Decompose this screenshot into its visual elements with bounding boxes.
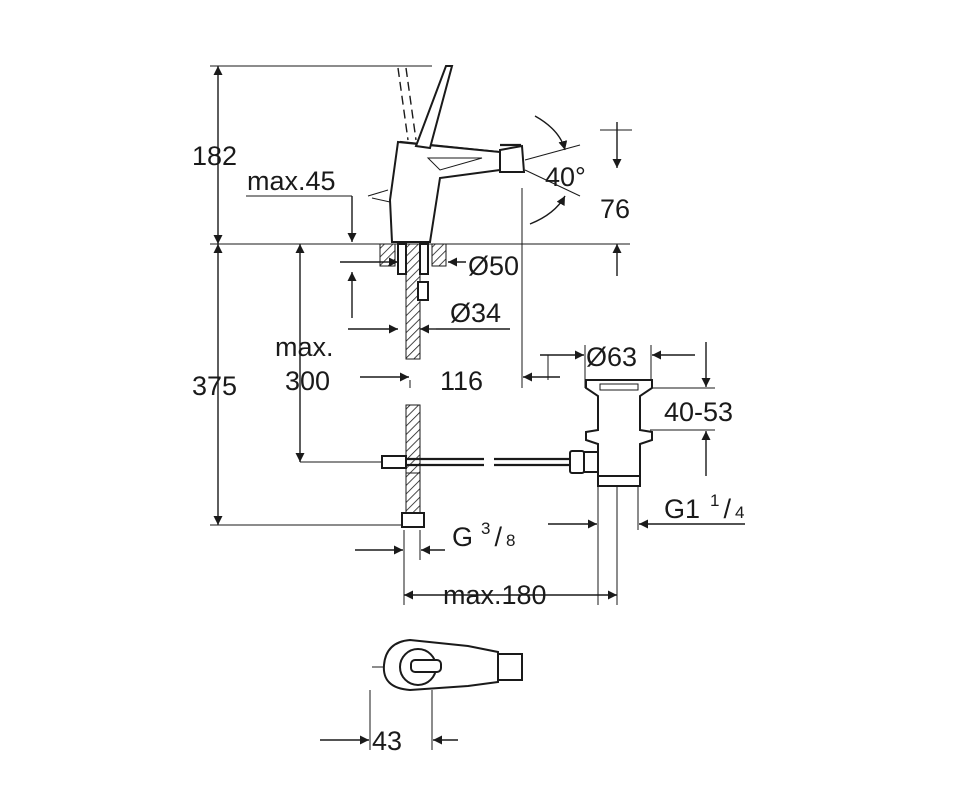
dim-max-180: max.180 xyxy=(443,580,547,610)
dim-angle-40: 40° xyxy=(545,162,586,192)
dim-height-182: 182 xyxy=(192,141,237,171)
dim-dia-63: Ø63 xyxy=(586,342,637,372)
dim-reach-116: 116 xyxy=(440,366,483,396)
dim-range-40-53: 40-53 xyxy=(664,397,733,427)
dim-height-375: 375 xyxy=(192,371,237,401)
dim-dia-34: Ø34 xyxy=(450,298,501,328)
mixer-top-view xyxy=(372,638,523,692)
dim-dia-50: Ø50 xyxy=(468,251,519,281)
dim-max-label: max. xyxy=(275,332,334,362)
dim-max-300: 300 xyxy=(285,366,330,396)
dimension-lines xyxy=(213,66,745,745)
dimension-labels: 182 max.45 40° 76 Ø50 Ø34 max. 300 375 1… xyxy=(192,141,744,756)
mixer-body xyxy=(367,65,526,243)
dim-thread-g114: G1 1 / 4 xyxy=(664,491,744,524)
dim-max-45: max.45 xyxy=(247,166,336,196)
dim-spout-76: 76 xyxy=(600,194,630,224)
extension-lines xyxy=(210,65,715,750)
mounting-shank xyxy=(379,243,447,528)
pop-up-waste xyxy=(406,379,653,487)
dim-thread-g38: G 3 / 8 xyxy=(452,519,515,552)
dim-width-43: 43 xyxy=(372,726,402,756)
